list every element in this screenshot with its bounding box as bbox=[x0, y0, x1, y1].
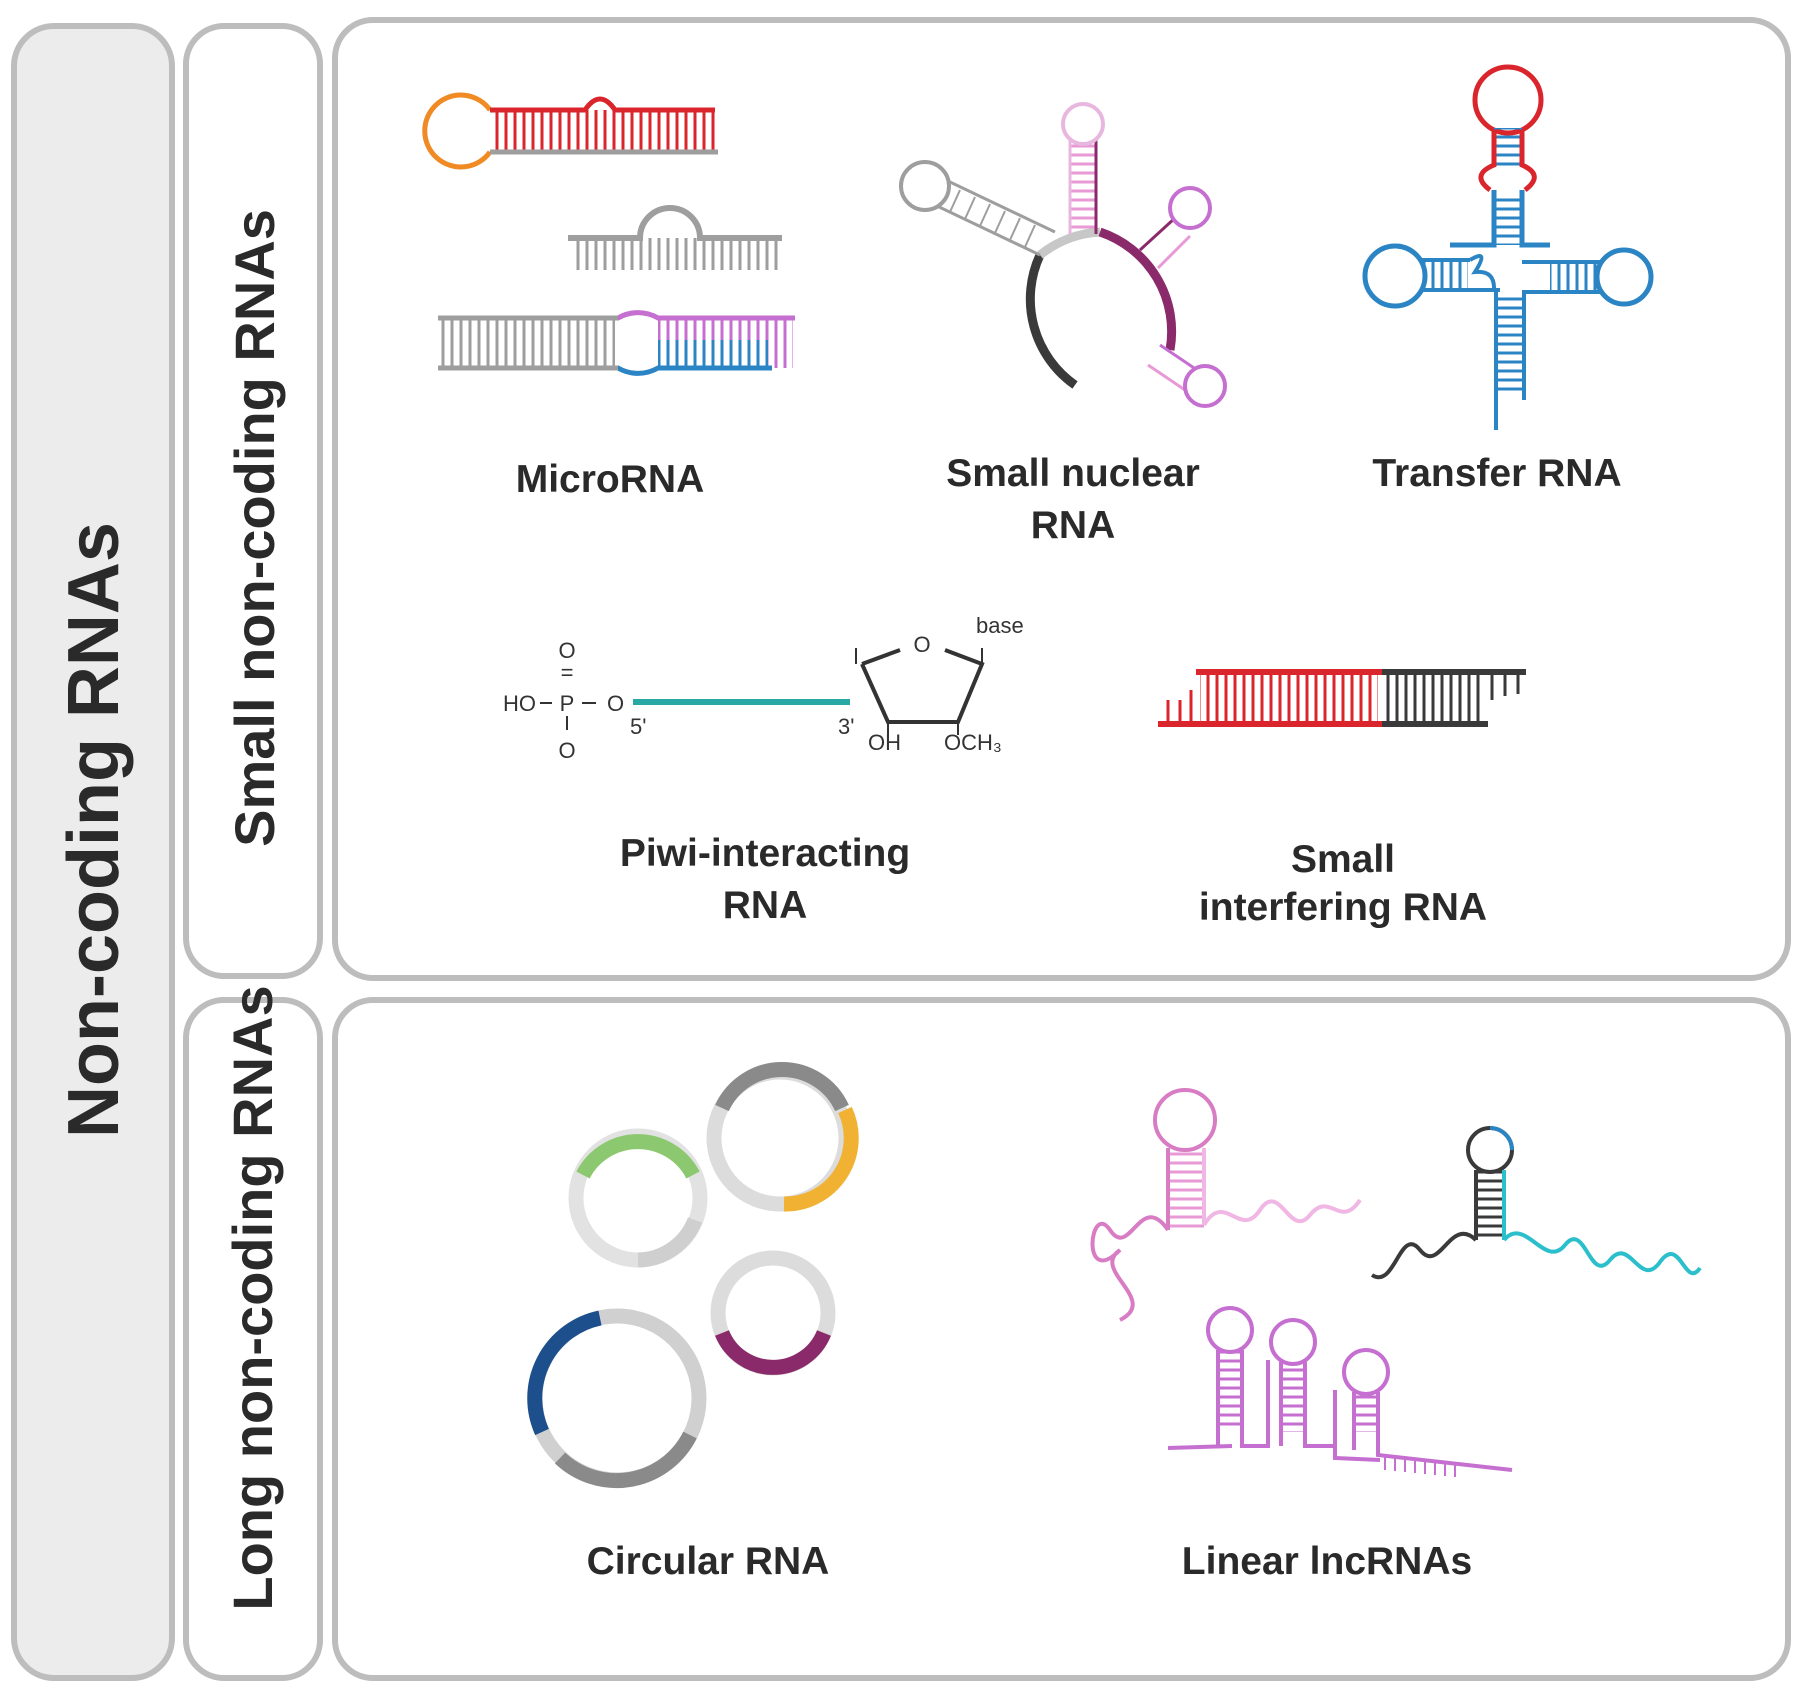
trna-icon bbox=[1362, 64, 1654, 430]
microrna-label: MicroRNA bbox=[516, 458, 705, 501]
pirna-label-line1: Piwi-interacting bbox=[620, 832, 910, 875]
svg-text:HO: HO bbox=[503, 691, 536, 716]
sirna-icon bbox=[1158, 669, 1526, 727]
linear-lncrna-label: Linear lncRNAs bbox=[1182, 1540, 1472, 1583]
pirna-label-line2: RNA bbox=[723, 884, 808, 927]
snrna-label-line2: RNA bbox=[1031, 504, 1116, 547]
svg-text:5': 5' bbox=[630, 714, 646, 739]
root-column bbox=[11, 23, 175, 1681]
microrna-icon bbox=[422, 92, 795, 376]
pirna-structure: O = HO P O O 5' 3' O base OH OCH₃ bbox=[503, 613, 1024, 763]
root-label: Non-coding RNAs bbox=[54, 522, 134, 1138]
sirna-label-line1: Small bbox=[1291, 838, 1395, 881]
svg-text:OCH₃: OCH₃ bbox=[944, 730, 1002, 755]
svg-text:O: O bbox=[913, 632, 930, 657]
snrna-icon bbox=[899, 102, 1227, 408]
long-ncrna-label: Long non-coding RNAs bbox=[221, 985, 284, 1610]
sirna-label-line2: interfering RNA bbox=[1199, 886, 1487, 929]
small-ncrna-column bbox=[183, 23, 323, 979]
linear-lncrna-icon bbox=[1090, 1088, 1702, 1477]
svg-text:3': 3' bbox=[838, 714, 854, 739]
svg-text:O: O bbox=[558, 638, 575, 663]
svg-text:=: = bbox=[561, 660, 574, 685]
snrna-label-line1: Small nuclear bbox=[946, 452, 1200, 495]
svg-text:P: P bbox=[560, 691, 575, 716]
svg-text:base: base bbox=[976, 613, 1024, 638]
circular-rna-label: Circular RNA bbox=[587, 1540, 830, 1583]
svg-text:OH: OH bbox=[868, 730, 901, 755]
small-ncrna-label: Small non-coding RNAs bbox=[223, 209, 286, 847]
long-ncrna-column bbox=[183, 997, 323, 1681]
circular-rna-icon bbox=[527, 1062, 859, 1489]
trna-label: Transfer RNA bbox=[1372, 452, 1621, 495]
svg-text:O: O bbox=[607, 691, 624, 716]
svg-text:O: O bbox=[558, 738, 575, 763]
